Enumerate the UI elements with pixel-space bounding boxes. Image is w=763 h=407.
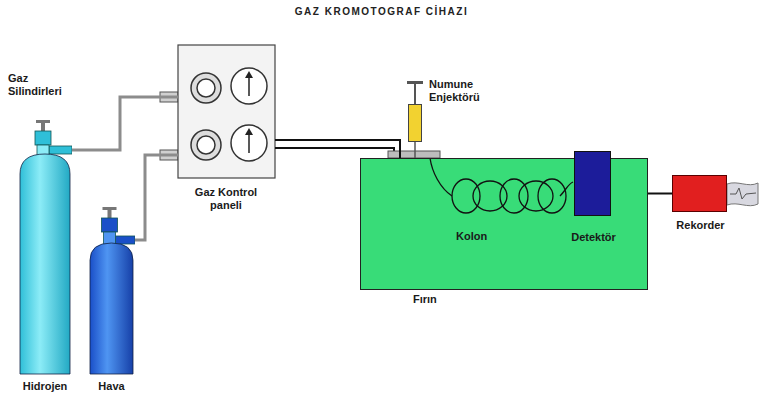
gas-line [414,142,416,158]
valve-knob [36,120,50,123]
plunger-cap [407,81,423,84]
coil-loop [519,181,553,211]
valve-stem [108,210,112,218]
coil-loop [452,179,480,213]
cylinder-body [90,243,133,374]
air-cylinder: Hava [88,205,135,375]
valve-stem [41,123,45,131]
gas-line [135,155,178,240]
recorder-paper [727,183,758,206]
oven: FırınDetektör [360,158,648,290]
gas-line [648,193,672,195]
diagram-title: GAZ KROMOTOGRAF CİHAZI [0,6,763,17]
cylinder-shape [88,205,135,375]
coil-loop [538,179,566,213]
plunger-rod [414,84,416,104]
node-label: Fırın [413,293,473,306]
valve-port [49,146,72,154]
node-label: Gaz Kontrol paneli [190,186,262,212]
panel-body [178,45,275,178]
valve-body [35,131,51,145]
gas-line [72,97,178,150]
sample-injector: Numune Enjektörü [408,104,422,142]
recorder: Rekorder [672,175,727,212]
valve-knob [103,207,117,210]
coil-loop [473,181,507,211]
column-coil [430,158,573,213]
pressure-gauge [231,68,267,161]
cylinder-body [20,154,70,374]
cylinder-shape [18,118,72,375]
trace [730,188,756,199]
part-label: Kolon [456,230,506,243]
gas-line [275,148,394,152]
injection-port [388,151,440,158]
hydrogen-cylinder: Hidrojen [18,118,72,375]
node-label: Numune Enjektörü [429,78,491,104]
group-label: Gaz Silindirleri [8,72,78,98]
node-label: Rekorder [667,219,734,232]
regulator-knob [191,73,221,160]
detector: Detektör [574,151,611,216]
node-label: Hava [80,380,143,393]
control-panel: Gaz Kontrol paneli [178,45,275,178]
valve-body [102,218,118,232]
node-label: Hidrojen [8,380,82,393]
node-label: Detektör [561,231,626,244]
coil-loop [500,179,528,213]
gas-line [275,140,400,158]
valve-port [116,236,136,244]
